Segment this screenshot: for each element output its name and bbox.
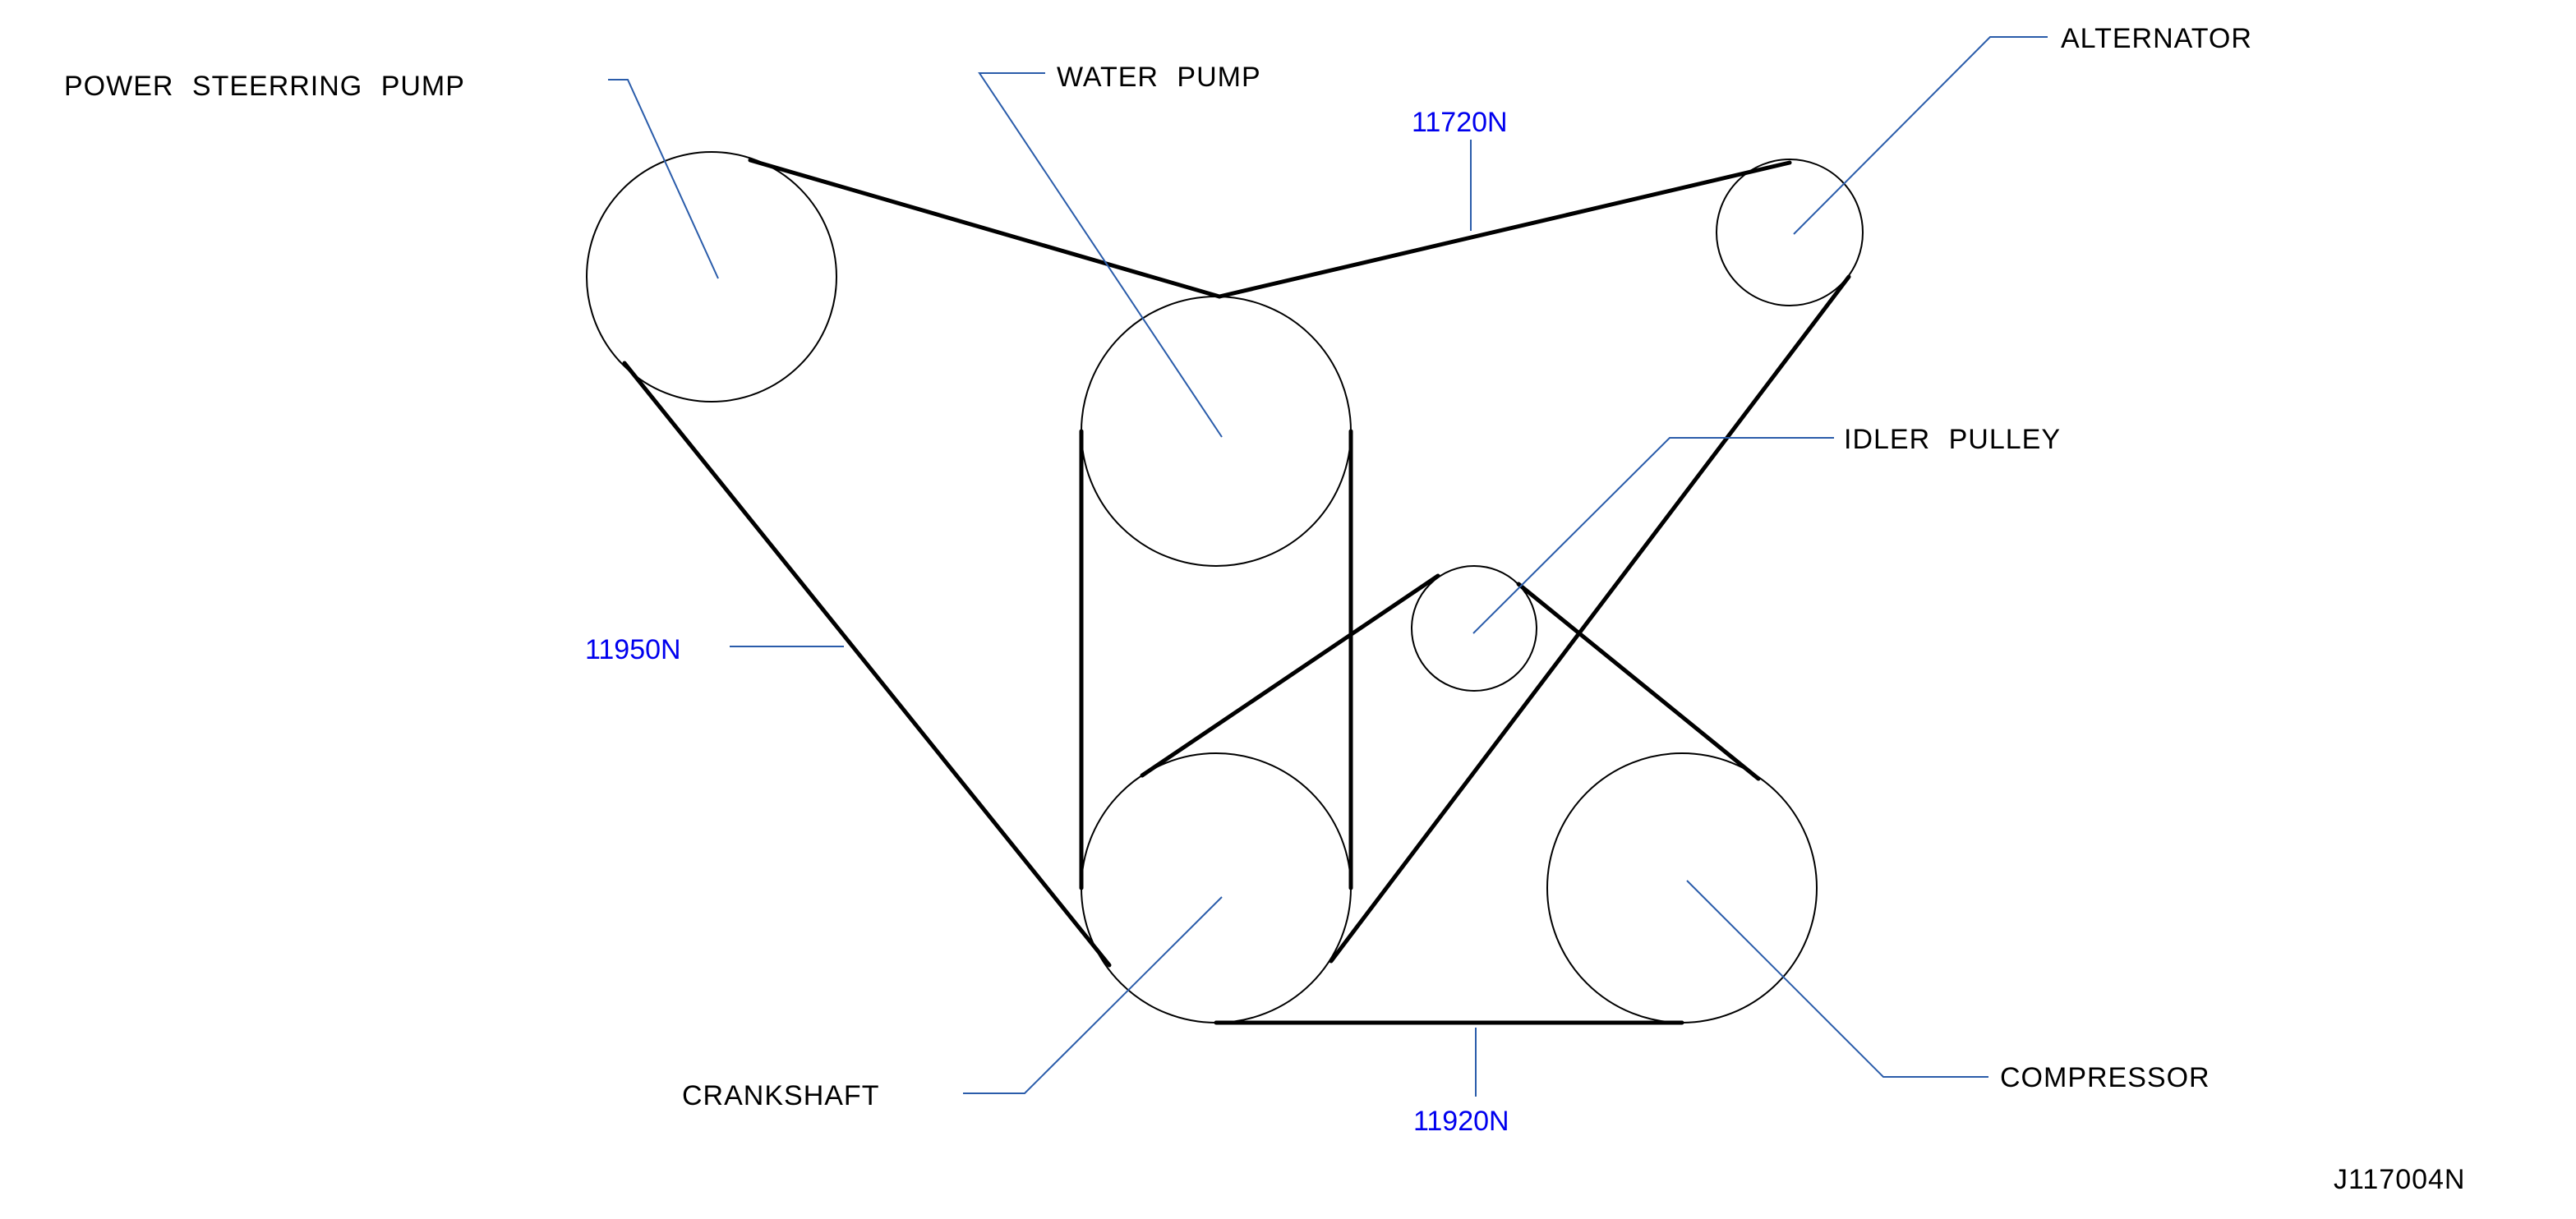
alternator-leader [1793,36,2048,235]
power-steering-pump-leader [608,79,719,279]
compressor-span-tension: 11920N [1413,1106,1509,1137]
compressor-pulley [1546,752,1818,1024]
water-pump-belt [1079,429,1353,890]
power-steering-span-tension: 11950N [585,634,681,665]
idler-pulley-label: IDLER PULLEY [1844,424,2061,455]
power-steering-pump-label: POWER STEERRING PUMP [64,71,465,102]
crankshaft-leader [963,896,1223,1094]
alternator-span-tension: 11720N [1412,107,1508,138]
crankshaft-pulley [1081,752,1352,1024]
figure-id: J117004N [2334,1164,2466,1195]
compressor-leader [1686,880,1988,1078]
alternator-pulley [1716,159,1864,306]
compressor-label: COMPRESSOR [2000,1062,2210,1093]
water-pump-leader [978,72,1223,438]
compressor-belt [1140,573,1761,1025]
water-pump-label: WATER PUMP [1057,62,1261,93]
idler-pulley-leader [1472,437,1834,634]
power-steering-pump-pulley [586,151,837,402]
idler-pulley [1411,565,1537,692]
main-drive-belt [622,158,1851,968]
alternator-label: ALTERNATOR [2061,23,2252,54]
water-pump-pulley [1081,296,1352,567]
crankshaft-label: CRANKSHAFT [682,1080,879,1111]
